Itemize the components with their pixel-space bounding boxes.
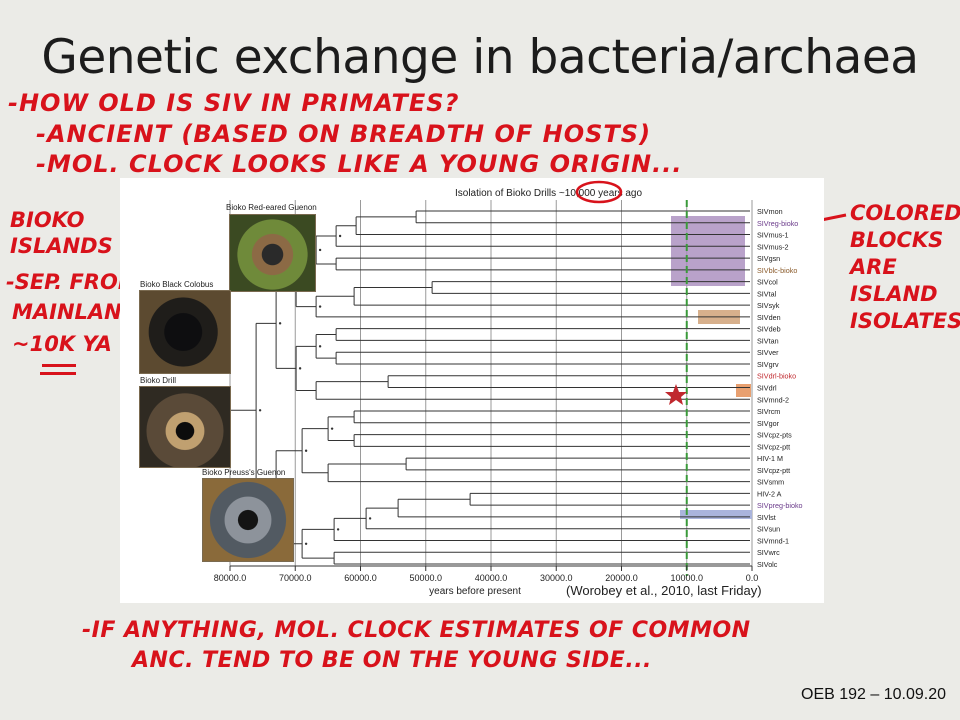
node-dot bbox=[318, 248, 322, 252]
node-dot bbox=[336, 528, 340, 531]
taxon-label: SIVdrl bbox=[757, 384, 777, 393]
taxon-label: SIVsyk bbox=[757, 301, 780, 310]
figure-header: Isolation of Bioko Drills ~10,000 years … bbox=[455, 188, 642, 199]
note-left-1: Bioko bbox=[10, 208, 85, 232]
photo-caption-drill: Bioko Drill bbox=[140, 376, 177, 385]
taxon-label: SIVmnd-2 bbox=[757, 395, 789, 404]
node-dot bbox=[318, 305, 322, 308]
taxon-label: SIVgsn bbox=[757, 254, 780, 263]
black-colobus-photo bbox=[139, 290, 231, 374]
slide-footer: OEB 192 – 10.09.20 bbox=[801, 686, 946, 703]
photo-caption-preuss-guenon: Bioko Preuss's Guenon bbox=[202, 468, 286, 477]
node-dot bbox=[298, 367, 302, 370]
note-top-1: -How old is SIV in primates? bbox=[8, 89, 460, 117]
taxon-label: SIVpreg-bioko bbox=[757, 501, 803, 510]
note-right-1: Colored bbox=[850, 201, 960, 225]
purple-island-block bbox=[671, 216, 745, 286]
note-right-5: isolates... bbox=[850, 309, 960, 333]
taxon-label: SIVwrc bbox=[757, 548, 780, 557]
blue-island-block bbox=[680, 510, 752, 519]
highlight-circle bbox=[575, 180, 623, 204]
x-tick-label: 40000.0 bbox=[475, 573, 508, 583]
x-axis-label: years before present bbox=[429, 586, 521, 597]
taxon-label: SIVblc-bioko bbox=[757, 266, 797, 275]
taxon-label: SIVtan bbox=[757, 336, 779, 345]
x-tick-label: 80000.0 bbox=[214, 573, 247, 583]
node-dot bbox=[278, 322, 282, 325]
taxon-label: SIVmon bbox=[757, 207, 783, 216]
x-tick-label: 20000.0 bbox=[605, 573, 638, 583]
taxon-label: SIVsmm bbox=[757, 478, 784, 487]
note-left-underline-2 bbox=[40, 372, 76, 375]
x-tick-label: 10000.0 bbox=[670, 573, 703, 583]
x-tick-label: 30000.0 bbox=[540, 573, 573, 583]
node-dot bbox=[304, 449, 308, 452]
note-left-2: Islands bbox=[10, 234, 113, 258]
x-tick-label: 70000.0 bbox=[279, 573, 312, 583]
node-dot bbox=[338, 234, 342, 238]
taxon-label: HIV-2 A bbox=[757, 489, 782, 498]
node-dot bbox=[318, 345, 322, 348]
note-bottom-1: -If anything, mol. clock estimates of co… bbox=[82, 618, 751, 643]
note-right-2: blocks bbox=[850, 228, 944, 252]
taxon-label: SIVlst bbox=[757, 513, 776, 522]
node-dot bbox=[330, 427, 334, 430]
slide-title: Genetic exchange in bacteria/archaea bbox=[41, 30, 919, 85]
photo-caption-red-eared-guenon: Bioko Red-eared Guenon bbox=[226, 203, 317, 212]
taxon-label: SIVsun bbox=[757, 525, 780, 534]
red-eared-guenon-photo bbox=[229, 214, 316, 292]
note-bottom-2: anc. tend to be on the young side... bbox=[132, 648, 652, 673]
taxon-label: SIVmnd-1 bbox=[757, 536, 789, 545]
taxon-label: SIVver bbox=[757, 348, 779, 357]
phylogeny-figure: Isolation of Bioko Drills ~10,000 years … bbox=[120, 178, 824, 603]
x-tick-label: 50000.0 bbox=[409, 573, 442, 583]
note-left-underline bbox=[42, 364, 76, 367]
taxon-label: SIVden bbox=[757, 313, 781, 322]
taxon-label: SIVcpz-ptt bbox=[757, 442, 790, 451]
taxon-label: SIVolc bbox=[757, 560, 778, 569]
taxon-label: SIVrcm bbox=[757, 407, 780, 416]
taxon-label: SIVreg-bioko bbox=[757, 219, 798, 228]
note-left-5: ~10K ya bbox=[12, 332, 112, 356]
phylogeny-tree: Isolation of Bioko Drills ~10,000 years … bbox=[214, 180, 803, 597]
note-right-4: island bbox=[850, 282, 938, 306]
citation: (Worobey et al., 2010, last Friday) bbox=[566, 583, 762, 598]
taxon-label: SIVdrl-bioko bbox=[757, 372, 796, 381]
note-left-4: mainland bbox=[12, 300, 140, 324]
note-top-2: -Ancient (based on breadth of hosts) bbox=[36, 120, 652, 148]
note-left-3: -Sep. from bbox=[6, 270, 139, 294]
taxon-label: SIVcol bbox=[757, 278, 778, 287]
node-dot bbox=[304, 542, 308, 545]
preuss-guenon-photo bbox=[202, 478, 294, 562]
taxon-label: SIVmus-2 bbox=[757, 242, 789, 251]
taxon-label: SIVdeb bbox=[757, 325, 781, 334]
orange-island-block bbox=[736, 384, 751, 397]
drill-photo bbox=[139, 386, 231, 468]
root-star-icon bbox=[665, 384, 687, 405]
taxon-label: SIVcpz-pts bbox=[757, 431, 792, 440]
note-top-3: -Mol. clock looks like a young origin... bbox=[36, 150, 683, 178]
taxon-label: SIVtal bbox=[757, 289, 777, 298]
taxon-label: HIV-1 M bbox=[757, 454, 783, 463]
taxon-label: SIVgor bbox=[757, 419, 780, 428]
x-tick-label: 0.0 bbox=[746, 573, 759, 583]
node-dot bbox=[258, 409, 262, 412]
taxon-label: SIVmus-1 bbox=[757, 231, 789, 240]
note-right-3: are bbox=[850, 255, 897, 279]
taxon-label: SIVgrv bbox=[757, 360, 779, 369]
x-tick-label: 60000.0 bbox=[344, 573, 377, 583]
node-dot bbox=[368, 517, 372, 520]
photo-caption-black-colobus: Bioko Black Colobus bbox=[140, 280, 214, 289]
taxon-label: SIVcpz-ptt bbox=[757, 466, 790, 475]
